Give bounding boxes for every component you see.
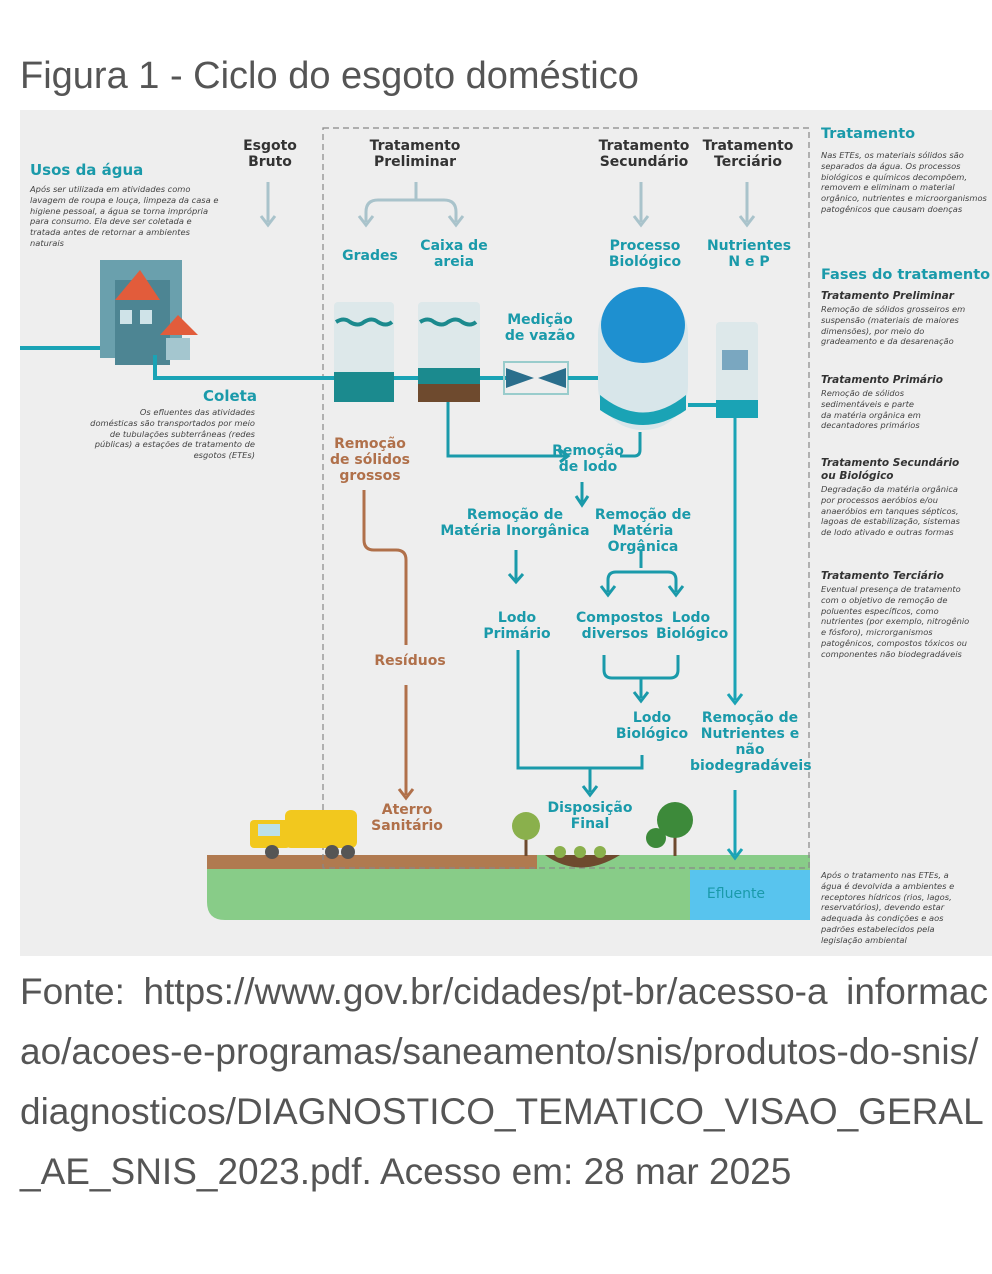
tratamento-preliminar-label: Tratamento Preliminar bbox=[369, 138, 461, 171]
usos-text: Após ser utilizada em atividades como la… bbox=[30, 184, 219, 248]
collection-pipe bbox=[153, 355, 350, 380]
soil-band bbox=[207, 855, 537, 869]
primario-text: Remoção de sólidos sedimentáveis e parte… bbox=[821, 388, 921, 431]
primario-heading: Tratamento Primário bbox=[821, 374, 943, 386]
tratamento-heading: Tratamento bbox=[821, 126, 916, 142]
flow-meter bbox=[503, 361, 569, 395]
truck-illustration bbox=[250, 810, 357, 859]
lodo-primario-label: Lodo Primário bbox=[483, 610, 551, 643]
top-arrows bbox=[259, 182, 756, 228]
esgoto-bruto-label: Esgoto Bruto bbox=[243, 138, 297, 171]
effluent-water bbox=[690, 870, 810, 920]
remocao-lodo-label: Remoção de lodo bbox=[552, 443, 624, 476]
terciario-heading: Tratamento Terciário bbox=[821, 570, 944, 582]
grades-label: Grades bbox=[342, 248, 398, 264]
treatment-boundary bbox=[322, 127, 810, 869]
processo-biologico-label: Processo Biológico bbox=[608, 238, 682, 271]
lodo-biologico-label-1: Lodo Biológico bbox=[656, 610, 729, 643]
tratamento-terciario-label: Tratamento Terciário bbox=[702, 138, 794, 171]
remocao-nutrientes-label: Remoção de Nutrientes e não biodegradáve… bbox=[690, 710, 812, 775]
efluente-label: Efluente bbox=[706, 886, 766, 902]
tratamento-text: Nas ETEs, os materiais sólidos são separ… bbox=[821, 150, 987, 214]
ground bbox=[207, 855, 810, 920]
compostos-label: Compostos diversos bbox=[576, 610, 664, 643]
remocao-organica-label: Remoção de Matéria Orgânica bbox=[594, 507, 692, 556]
prelim-heading: Tratamento Preliminar bbox=[821, 290, 954, 302]
final-disposal-illustration bbox=[512, 802, 693, 868]
secundario-heading: Tratamento Secundário ou Biológico bbox=[821, 457, 960, 482]
nutrientes-label: Nutrientes N e P bbox=[706, 238, 792, 271]
caixa-areia-label: Caixa de areia bbox=[420, 238, 488, 271]
sewage-cycle-diagram: Usos da água Após ser utilizada em ativi… bbox=[20, 110, 992, 956]
usos-heading: Usos da água bbox=[30, 161, 144, 179]
final-text: Após o tratamento nas ETEs, a água é dev… bbox=[821, 870, 955, 945]
diagram-graphics bbox=[20, 127, 810, 920]
residuos-label: Resíduos bbox=[374, 653, 446, 669]
source-citation: Fonte: https://www.gov.br/cidades/pt-br/… bbox=[20, 971, 988, 1192]
lodo-biologico-label-2: Lodo Biológico bbox=[615, 710, 689, 743]
residue-line bbox=[362, 490, 415, 801]
remocao-solidos-label: Remoção de sólidos grossos bbox=[330, 436, 410, 485]
coleta-text: Os efluentes das atividades domésticas s… bbox=[90, 407, 255, 461]
grades-tank bbox=[334, 302, 394, 402]
medicao-vazao-label: Medição de vazão bbox=[504, 312, 576, 345]
caixa-areia-tank bbox=[418, 302, 480, 402]
figure-title: Figura 1 - Ciclo do esgoto doméstico bbox=[20, 55, 639, 97]
terciario-text: Eventual presença de tratamento com o ob… bbox=[821, 584, 970, 659]
prelim-text: Remoção de sólidos grosseiros em suspens… bbox=[821, 304, 966, 347]
aterro-label: Aterro Sanitário bbox=[371, 802, 443, 835]
fases-heading: Fases do tratamento bbox=[821, 267, 991, 283]
secundario-text: Degradação da matéria orgânica por proce… bbox=[821, 484, 960, 538]
house-illustration bbox=[100, 260, 198, 365]
nutrient-tank bbox=[716, 322, 758, 418]
biological-reactor bbox=[598, 287, 688, 430]
remocao-inorganica-label: Remoção de Matéria Inorgânica bbox=[440, 507, 590, 540]
tratamento-secundario-label: Tratamento Secundário bbox=[598, 138, 690, 171]
coleta-heading: Coleta bbox=[203, 387, 257, 405]
sludge-lines bbox=[446, 402, 685, 798]
disposicao-label: Disposição Final bbox=[547, 800, 633, 833]
